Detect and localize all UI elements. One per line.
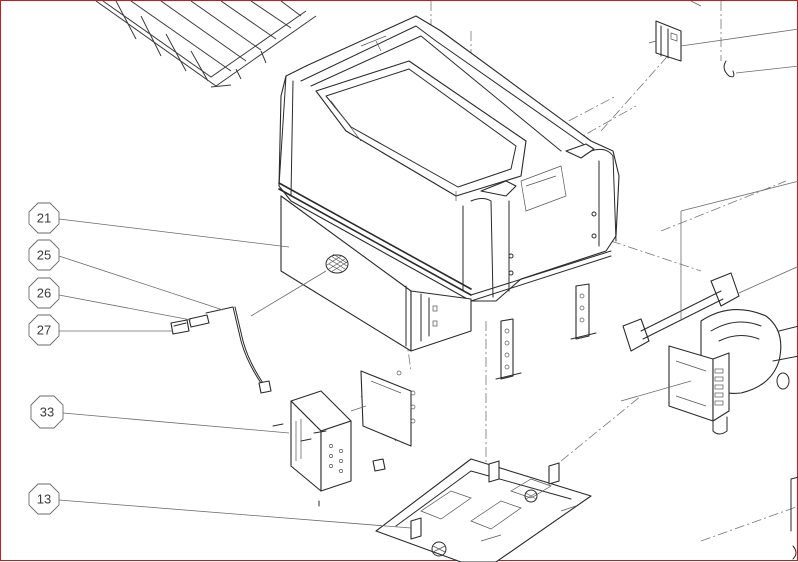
callout-27: 27 bbox=[28, 314, 60, 346]
callout-13: 13 bbox=[28, 483, 60, 515]
callout-33-label: 33 bbox=[40, 405, 54, 420]
right-edge-parts bbox=[790, 476, 798, 560]
support-legs bbox=[495, 283, 597, 380]
callout-33: 33 bbox=[30, 395, 64, 429]
callout-21-label: 21 bbox=[37, 211, 51, 226]
callout-25-label: 25 bbox=[37, 248, 51, 263]
callout-13-label: 13 bbox=[37, 492, 51, 507]
thermostat-assembly bbox=[648, 1, 798, 78]
cabinet-body bbox=[278, 15, 620, 352]
callout-26: 26 bbox=[28, 277, 60, 309]
cable-and-clips bbox=[170, 306, 272, 394]
callout-21: 21 bbox=[28, 202, 60, 234]
wire-basket bbox=[95, 1, 317, 88]
control-box bbox=[272, 370, 416, 507]
callout-27-label: 27 bbox=[37, 323, 51, 338]
compressor bbox=[620, 309, 798, 435]
callout-25: 25 bbox=[28, 239, 60, 271]
callout-26-label: 26 bbox=[37, 286, 51, 301]
base-plate bbox=[375, 458, 592, 562]
condenser-bracket bbox=[622, 180, 798, 352]
callout-leaders bbox=[58, 218, 412, 529]
